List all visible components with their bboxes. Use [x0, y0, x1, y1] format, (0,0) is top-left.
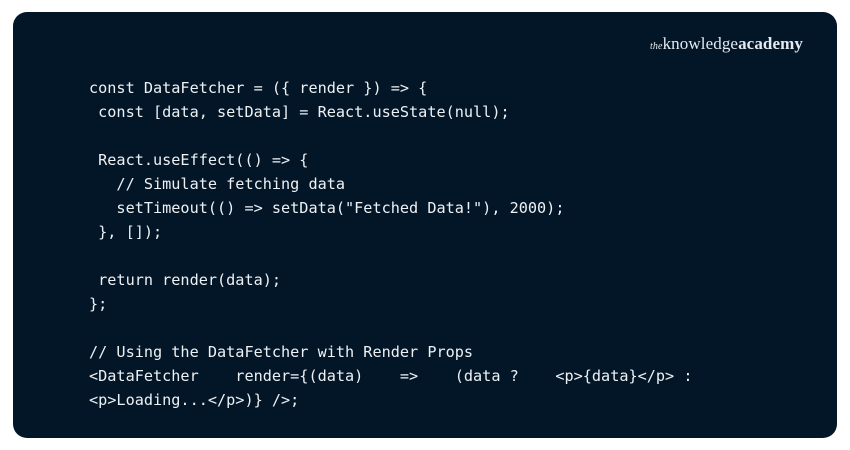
- code-line: return render(data);: [89, 271, 282, 289]
- brand-logo-name-bold: academy: [738, 34, 803, 53]
- code-line: <p>Loading...</p>)} />;: [89, 391, 300, 409]
- code-line: <DataFetcher render={(data) => (data ? <…: [89, 367, 693, 385]
- code-line: };: [89, 295, 108, 313]
- code-line: [89, 316, 692, 340]
- code-line: // Simulate fetching data: [89, 175, 346, 193]
- brand-logo-name-regular: knowledge: [662, 34, 739, 53]
- code-snippet-card: theknowledgeacademy const DataFetcher = …: [13, 12, 837, 438]
- code-line: [89, 124, 692, 148]
- code-line: const DataFetcher = ({ render }) => {: [89, 79, 428, 97]
- code-line: }, []);: [89, 223, 163, 241]
- code-line: setTimeout(() => setData("Fetched Data!"…: [89, 199, 565, 217]
- code-block: const DataFetcher = ({ render }) => { co…: [89, 76, 692, 412]
- brand-logo-prefix: the: [650, 41, 663, 52]
- code-line: [89, 244, 692, 268]
- brand-logo: theknowledgeacademy: [650, 34, 803, 54]
- code-line: const [data, setData] = React.useState(n…: [89, 103, 510, 121]
- code-line: React.useEffect(() => {: [89, 151, 309, 169]
- code-comment-line: // Using the DataFetcher with Render Pro…: [89, 343, 474, 361]
